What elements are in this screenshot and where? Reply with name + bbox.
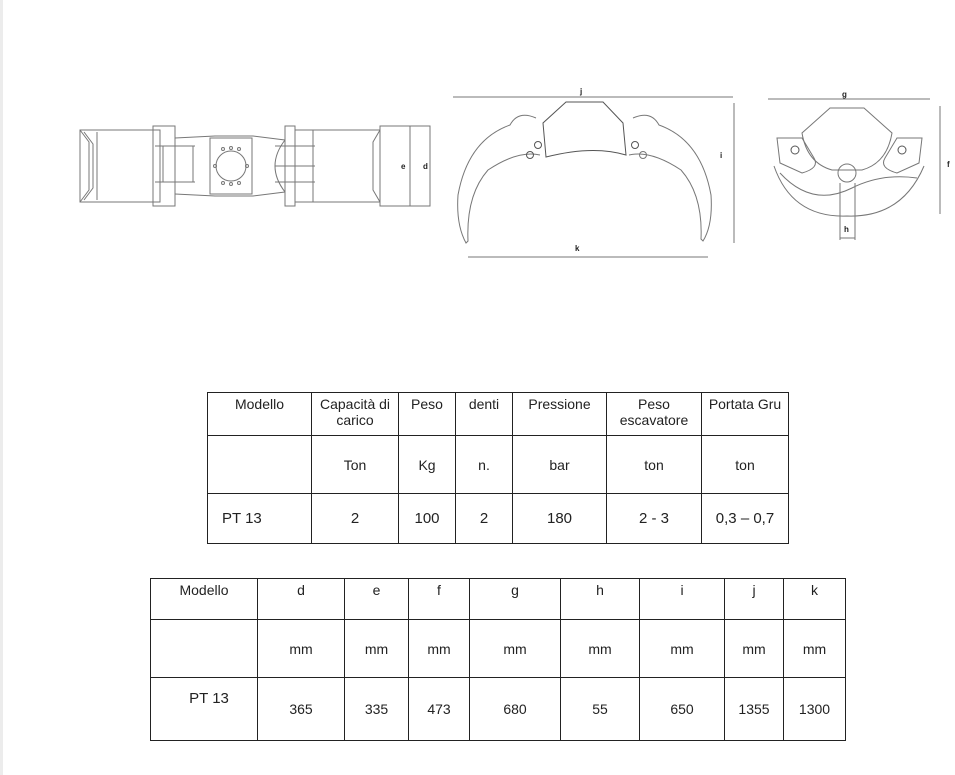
value-cell: 1355 — [724, 677, 784, 741]
specs-table: Modello Capacità di carico Peso denti Pr… — [207, 392, 789, 544]
value-cell: 650 — [639, 677, 725, 741]
table-row: PT 13 365 335 473 680 55 650 1355 1300 — [150, 677, 846, 741]
unit-cell: n. — [455, 435, 513, 494]
unit-cell: mm — [724, 619, 784, 678]
table-units-row: Ton Kg n. bar ton ton — [207, 435, 789, 494]
unit-cell: Kg — [398, 435, 456, 494]
dim-label-k: k — [575, 244, 580, 253]
unit-cell: mm — [257, 619, 345, 678]
unit-cell: ton — [701, 435, 789, 494]
dim-label-j: j — [579, 87, 582, 96]
dim-label-f: f — [947, 160, 950, 169]
value-cell: 100 — [398, 493, 456, 544]
unit-cell: mm — [560, 619, 640, 678]
header-g: g — [469, 578, 561, 620]
grapple-top-view-drawing: e d — [79, 125, 431, 207]
page-left-edge — [0, 0, 3, 775]
unit-cell — [150, 619, 258, 678]
value-cell: 473 — [408, 677, 470, 741]
unit-cell: mm — [408, 619, 470, 678]
value-cell: 1300 — [783, 677, 846, 741]
unit-cell: mm — [783, 619, 846, 678]
header-capacita: Capacità di carico — [311, 392, 399, 436]
header-f: f — [408, 578, 470, 620]
unit-cell: mm — [639, 619, 725, 678]
header-peso: Peso — [398, 392, 456, 436]
value-cell: 680 — [469, 677, 561, 741]
dim-label-h: h — [844, 225, 849, 234]
unit-cell: mm — [344, 619, 409, 678]
table-units-row: mm mm mm mm mm mm mm mm — [150, 619, 846, 678]
grapple-front-view-drawing: j i k — [453, 87, 735, 258]
value-cell: 0,3 – 0,7 — [701, 493, 789, 544]
header-h: h — [560, 578, 640, 620]
value-cell: 55 — [560, 677, 640, 741]
grapple-side-view-drawing: g f h — [768, 90, 950, 240]
table-header-row: Modello d e f g h i j k — [150, 578, 846, 620]
dimensions-table: Modello d e f g h i j k mm mm mm mm mm m… — [150, 578, 846, 741]
unit-cell: Ton — [311, 435, 399, 494]
header-i: i — [639, 578, 725, 620]
unit-cell: ton — [606, 435, 702, 494]
value-cell: 335 — [344, 677, 409, 741]
header-d: d — [257, 578, 345, 620]
header-modello: Modello — [207, 392, 312, 436]
value-cell: 365 — [257, 677, 345, 741]
dim-label-e: e — [401, 162, 406, 171]
header-e: e — [344, 578, 409, 620]
value-cell: 2 — [311, 493, 399, 544]
value-cell: 180 — [512, 493, 607, 544]
header-portata-gru: Portata Gru — [701, 392, 789, 436]
header-modello: Modello — [150, 578, 258, 620]
table-row: PT 13 2 100 2 180 2 - 3 0,3 – 0,7 — [207, 493, 789, 544]
dim-label-i: i — [720, 151, 722, 160]
table-header-row: Modello Capacità di carico Peso denti Pr… — [207, 392, 789, 436]
header-pressione: Pressione — [512, 392, 607, 436]
header-k: k — [783, 578, 846, 620]
model-cell: PT 13 — [150, 677, 258, 741]
dim-label-g: g — [842, 90, 847, 99]
header-peso-escavatore: Peso escavatore — [606, 392, 702, 436]
value-cell: 2 - 3 — [606, 493, 702, 544]
value-cell: 2 — [455, 493, 513, 544]
dim-label-d: d — [423, 162, 428, 171]
unit-cell: mm — [469, 619, 561, 678]
header-j: j — [724, 578, 784, 620]
unit-cell: bar — [512, 435, 607, 494]
model-cell: PT 13 — [207, 493, 312, 544]
header-denti: denti — [455, 392, 513, 436]
unit-cell — [207, 435, 312, 494]
